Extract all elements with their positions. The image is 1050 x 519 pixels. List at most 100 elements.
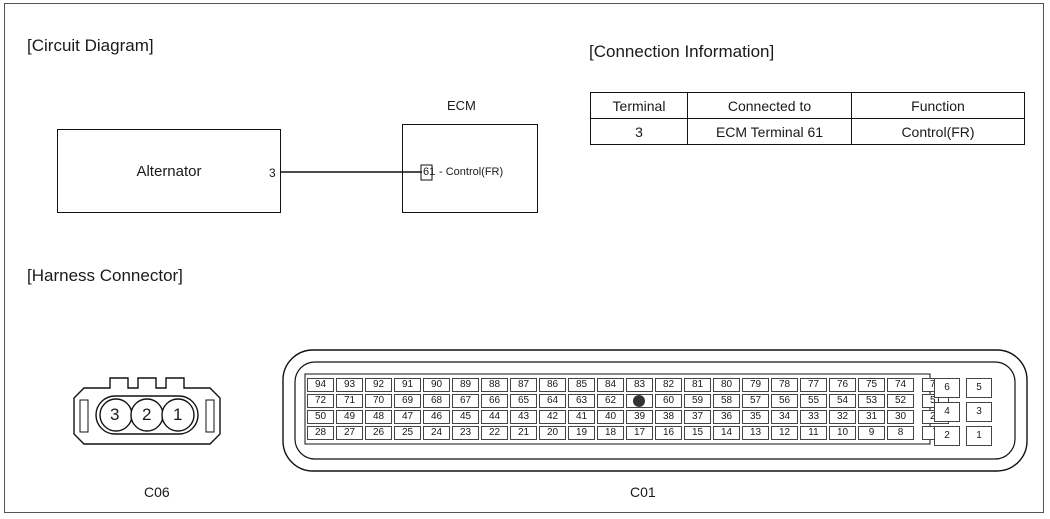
- c06-name: C06: [144, 484, 170, 500]
- c01-pin: 8: [887, 426, 914, 440]
- c01-pin: 54: [829, 394, 856, 408]
- c01-pin: 71: [336, 394, 363, 408]
- c06-connector: [73, 377, 221, 445]
- c01-pin: 38: [655, 410, 682, 424]
- c01-pin: 58: [713, 394, 740, 408]
- c01-inner-shell: [294, 361, 1016, 460]
- c06-pin-1: [161, 398, 195, 432]
- c01-pin: 87: [510, 378, 537, 392]
- c01-pin: 26: [365, 426, 392, 440]
- c01-pin: 22: [481, 426, 508, 440]
- c01-pin: 78: [771, 378, 798, 392]
- c01-pin: 67: [452, 394, 479, 408]
- c06-pin-3-label: 3: [110, 405, 120, 424]
- c01-pin: 72: [307, 394, 334, 408]
- c01-pin: 6: [934, 378, 960, 398]
- c01-pin: 37: [684, 410, 711, 424]
- c01-pin: 15: [684, 426, 711, 440]
- cell-terminal: 3: [590, 118, 688, 145]
- c01-pin: 63: [568, 394, 595, 408]
- table-row: 3 ECM Terminal 61 Control(FR): [590, 118, 1025, 145]
- c01-pin: 91: [394, 378, 421, 392]
- c01-pin: 82: [655, 378, 682, 392]
- c01-pin: 40: [597, 410, 624, 424]
- c01-pin: 94: [307, 378, 334, 392]
- diagram-frame: [4, 3, 1044, 513]
- c01-pin: 49: [336, 410, 363, 424]
- harness-connector-heading: [Harness Connector]: [27, 266, 183, 285]
- c01-pin: 34: [771, 410, 798, 424]
- c01-pin: 16: [655, 426, 682, 440]
- c01-pin: 39: [626, 410, 653, 424]
- c01-pin: 4: [934, 402, 960, 422]
- c01-pin: 88: [481, 378, 508, 392]
- header-connected-to: Connected to: [687, 92, 852, 119]
- c01-pin: 85: [568, 378, 595, 392]
- c01-pin: 52: [887, 394, 914, 408]
- header-terminal: Terminal: [590, 92, 688, 119]
- c01-pin: 83: [626, 378, 653, 392]
- c01-pin: 68: [423, 394, 450, 408]
- ecm-pin-box: [420, 164, 433, 181]
- c01-pin: 28: [307, 426, 334, 440]
- c01-pin: 2: [934, 426, 960, 446]
- c01-pin: 33: [800, 410, 827, 424]
- c01-pin: 74: [887, 378, 914, 392]
- ecm-pin-description: - Control(FR): [439, 166, 504, 178]
- c01-pin: 3: [966, 402, 992, 422]
- c01-pin: 9: [858, 426, 885, 440]
- c01-pin: 89: [452, 378, 479, 392]
- c01-pin: 76: [829, 378, 856, 392]
- c01-pin: 50: [307, 410, 334, 424]
- c01-pin: 55: [800, 394, 827, 408]
- c01-pin: 10: [829, 426, 856, 440]
- c01-pin: 69: [394, 394, 421, 408]
- c01-pin: 36: [713, 410, 740, 424]
- c01-pin: 59: [684, 394, 711, 408]
- c01-pin: 25: [394, 426, 421, 440]
- c01-pin: 60: [655, 394, 682, 408]
- c01-pin: 42: [539, 410, 566, 424]
- c01-pin-61-marker: [633, 395, 645, 407]
- c01-pin: 48: [365, 410, 392, 424]
- c01-pin: 24: [423, 426, 450, 440]
- alternator-box: Alternator: [57, 129, 281, 213]
- connection-information-heading: [Connection Information]: [589, 42, 775, 61]
- c01-pin: 27: [336, 426, 363, 440]
- c01-pin: 21: [510, 426, 537, 440]
- c01-pin: 47: [394, 410, 421, 424]
- c01-pin: 56: [771, 394, 798, 408]
- c01-pin: 77: [800, 378, 827, 392]
- c01-pin: 90: [423, 378, 450, 392]
- c01-pin: 70: [365, 394, 392, 408]
- c01-pin: 41: [568, 410, 595, 424]
- c01-pin: 44: [481, 410, 508, 424]
- c01-pin: 62: [597, 394, 624, 408]
- c01-pin: 66: [481, 394, 508, 408]
- c01-pin: 17: [626, 426, 653, 440]
- circuit-diagram-heading: [Circuit Diagram]: [27, 36, 154, 55]
- c01-name: C01: [630, 484, 656, 500]
- c01-pin: 31: [858, 410, 885, 424]
- ecm-box: [402, 124, 538, 213]
- ecm-title: ECM: [447, 98, 476, 113]
- c01-pin: 79: [742, 378, 769, 392]
- c01-pin: 92: [365, 378, 392, 392]
- ecm-pin-number: 61: [423, 166, 436, 178]
- alternator-pin-label: 3: [269, 166, 276, 180]
- c01-pin: 75: [858, 378, 885, 392]
- c01-pin: 5: [966, 378, 992, 398]
- c01-pin: 53: [858, 394, 885, 408]
- c01-pin: 35: [742, 410, 769, 424]
- cell-connected-to: ECM Terminal 61: [687, 118, 852, 145]
- c01-pin: 81: [684, 378, 711, 392]
- header-function: Function: [851, 92, 1025, 119]
- c01-main-block: [304, 373, 931, 445]
- c01-pin: 14: [713, 426, 740, 440]
- c01-pin: 46: [423, 410, 450, 424]
- cell-function: Control(FR): [851, 118, 1025, 145]
- c01-pin: 86: [539, 378, 566, 392]
- c01-pin: 30: [887, 410, 914, 424]
